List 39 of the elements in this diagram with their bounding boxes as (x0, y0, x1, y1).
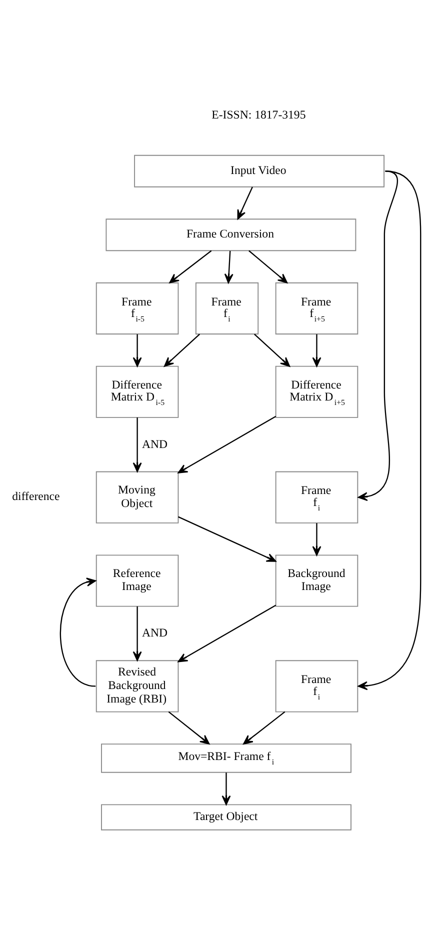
edge-label: AND (142, 626, 168, 640)
label: E-ISSN: 1817-3195 (212, 107, 306, 122)
arrow (132, 606, 142, 661)
arrow (169, 250, 212, 284)
arrow (312, 334, 322, 367)
node-box: Background Image (275, 554, 358, 607)
edge-label: AND (142, 436, 168, 451)
node-box: Frame f$_{i+5}$ (275, 282, 358, 334)
node-box: Frame Conversion (106, 218, 356, 252)
arrow (178, 416, 276, 474)
arrow (168, 711, 210, 744)
node-box: Mov=RBI- Frame f$_{i}$ (101, 744, 352, 773)
arrow (178, 516, 276, 562)
arrow (358, 170, 422, 690)
arrow (243, 711, 286, 744)
arrow (132, 334, 142, 367)
node-box: Frame f$_{i}$ (275, 471, 358, 524)
arrow (164, 334, 200, 367)
arrow (358, 170, 398, 502)
arrow (178, 604, 276, 662)
node-box: Target Object (101, 804, 352, 830)
node-box: Reference Image (96, 554, 179, 607)
node-box: Revised Background Image (RBI) (96, 660, 179, 712)
node-box: Input Video (134, 154, 384, 188)
arrow (254, 334, 290, 367)
node-box: Frame f$_{i}$ (275, 660, 358, 712)
node-box: Frame f$_{i}$ (195, 282, 259, 334)
node-box: Moving Object (96, 471, 179, 524)
node-box: Difference Matrix D$_{i-5}$ (96, 366, 179, 418)
node-box: Frame f$_{i-5}$ (96, 282, 179, 334)
node-box: Difference Matrix D$_{i+5}$ (275, 366, 358, 418)
arrow (224, 250, 234, 284)
arrow (222, 772, 231, 806)
arrow (248, 250, 288, 284)
arrow (132, 418, 142, 472)
arrow (60, 578, 96, 687)
arrow (312, 523, 322, 556)
arrow (237, 186, 253, 220)
label: difference (12, 489, 60, 504)
